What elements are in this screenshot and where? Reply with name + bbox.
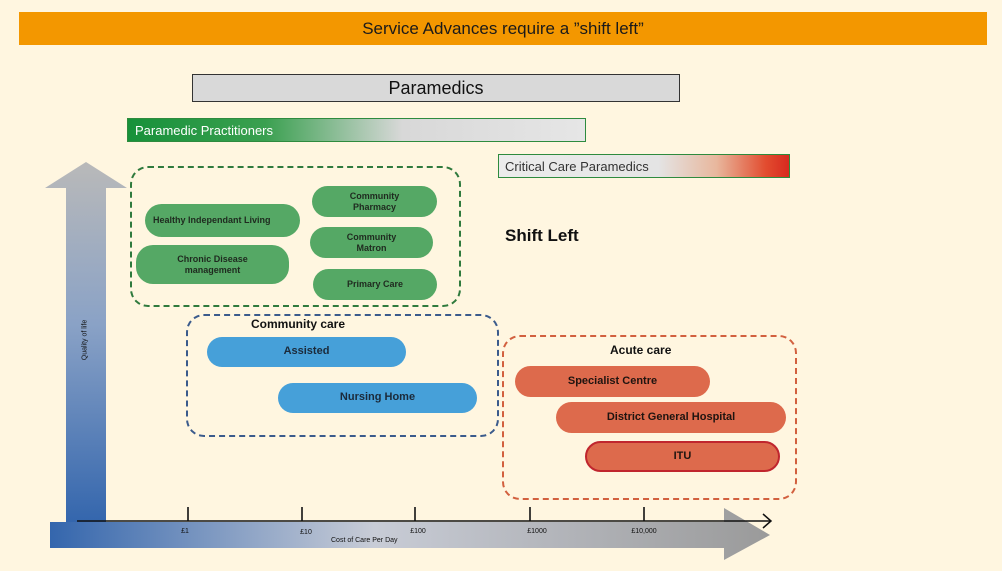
cost-axis-arrow — [50, 508, 770, 560]
shift-left-label: Shift Left — [505, 226, 579, 245]
tick-label: £10,000 — [631, 528, 657, 535]
paramedics-bar: Paramedics — [192, 74, 680, 102]
healthy-independent-living-pill: Healthy Independant Living — [145, 204, 300, 237]
community-care-title: Community care — [251, 317, 346, 331]
x-axis-arrowhead — [762, 513, 773, 529]
assisted-pill: Assisted — [207, 337, 406, 367]
itu-pill: ITU — [585, 441, 780, 472]
critical-care-paramedics-bar: Critical Care Paramedics — [498, 154, 790, 178]
nursing-home-pill: Nursing Home — [278, 383, 477, 413]
banner-title: Service Advances require a ”shift left” — [19, 12, 987, 45]
tick-label: £1000 — [527, 528, 547, 535]
tick-label: £100 — [410, 528, 426, 535]
acute-care-group — [502, 335, 797, 500]
tick-label: £10 — [300, 529, 312, 536]
x-axis-label: Cost of Care Per Day — [331, 537, 398, 544]
chronic-disease-management-pill: Chronic Disease management — [136, 245, 289, 284]
community-matron-pill: Community Matron — [310, 227, 433, 258]
acute-care-title: Acute care — [610, 343, 672, 357]
community-pharmacy-pill: Community Pharmacy — [312, 186, 437, 217]
quality-axis-arrow — [45, 162, 127, 522]
paramedic-practitioners-bar: Paramedic Practitioners — [127, 118, 586, 142]
primary-care-group — [130, 166, 461, 307]
y-axis-label: Quality of life — [81, 319, 89, 361]
district-general-hospital-pill: District General Hospital — [556, 402, 786, 433]
primary-care-pill: Primary Care — [313, 269, 437, 300]
community-care-group — [186, 314, 499, 437]
specialist-centre-pill: Specialist Centre — [515, 366, 710, 397]
tick-label: £1 — [181, 528, 189, 535]
